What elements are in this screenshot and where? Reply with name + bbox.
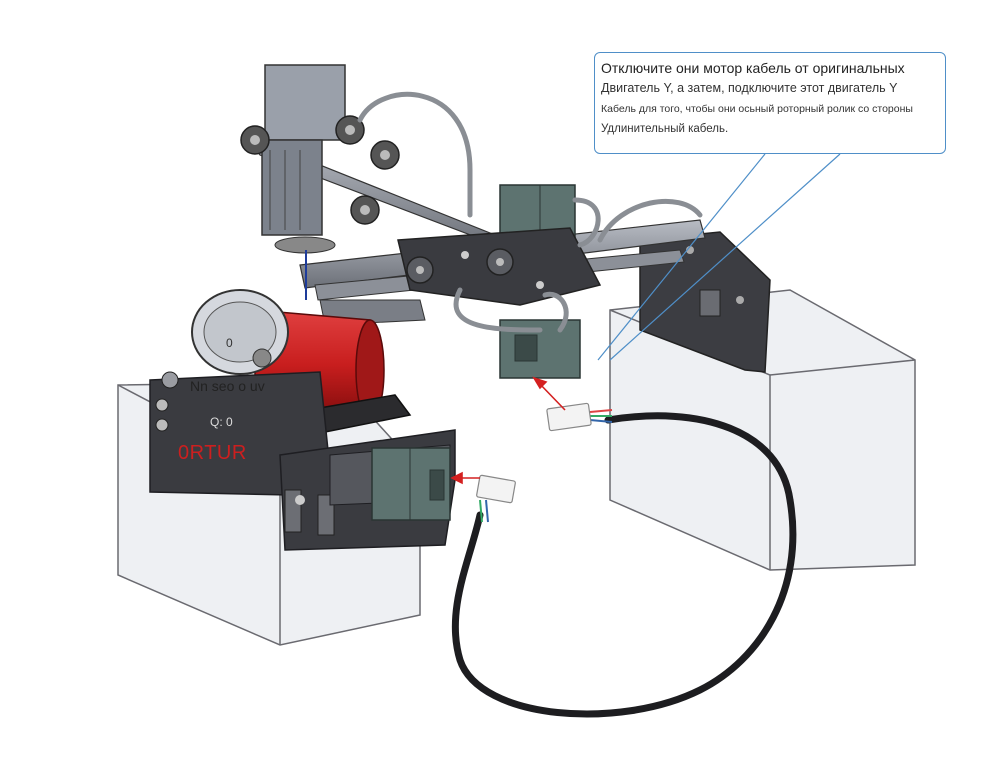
roller-end-cap-text: 0	[226, 336, 233, 350]
rotary-plate-subtext: Q: 0	[210, 415, 233, 429]
instruction-callout: Отключите они мотор кабель от оригинальн…	[594, 52, 946, 154]
callout-line-3: Кабель для того, чтобы они осьный роторн…	[601, 103, 913, 115]
right-bracket-plate	[639, 231, 771, 373]
rotary-plate-text: Nn seo o uv	[190, 378, 265, 394]
grey-cables	[357, 91, 703, 333]
extension-cable	[451, 412, 797, 718]
rotary-stepper-motor	[371, 447, 451, 521]
right-support-box	[609, 289, 916, 571]
cable-connectors	[476, 402, 592, 504]
y-stepper-motor-top	[261, 64, 346, 254]
callout-line-4: Удлинительный кабель.	[601, 123, 729, 135]
callout-line-1: Отключите они мотор кабель от оригинальн…	[601, 60, 905, 76]
callout-pointer	[597, 153, 841, 361]
top-carriage-wheels	[240, 115, 400, 225]
red-arrows	[450, 376, 566, 485]
brand-logo-text: 0RTUR	[178, 442, 247, 464]
connector-wires	[479, 409, 613, 523]
callout-line-2: Двигатель Y, а затем, подключите этот дв…	[601, 81, 898, 95]
laser-head-module	[397, 184, 602, 379]
